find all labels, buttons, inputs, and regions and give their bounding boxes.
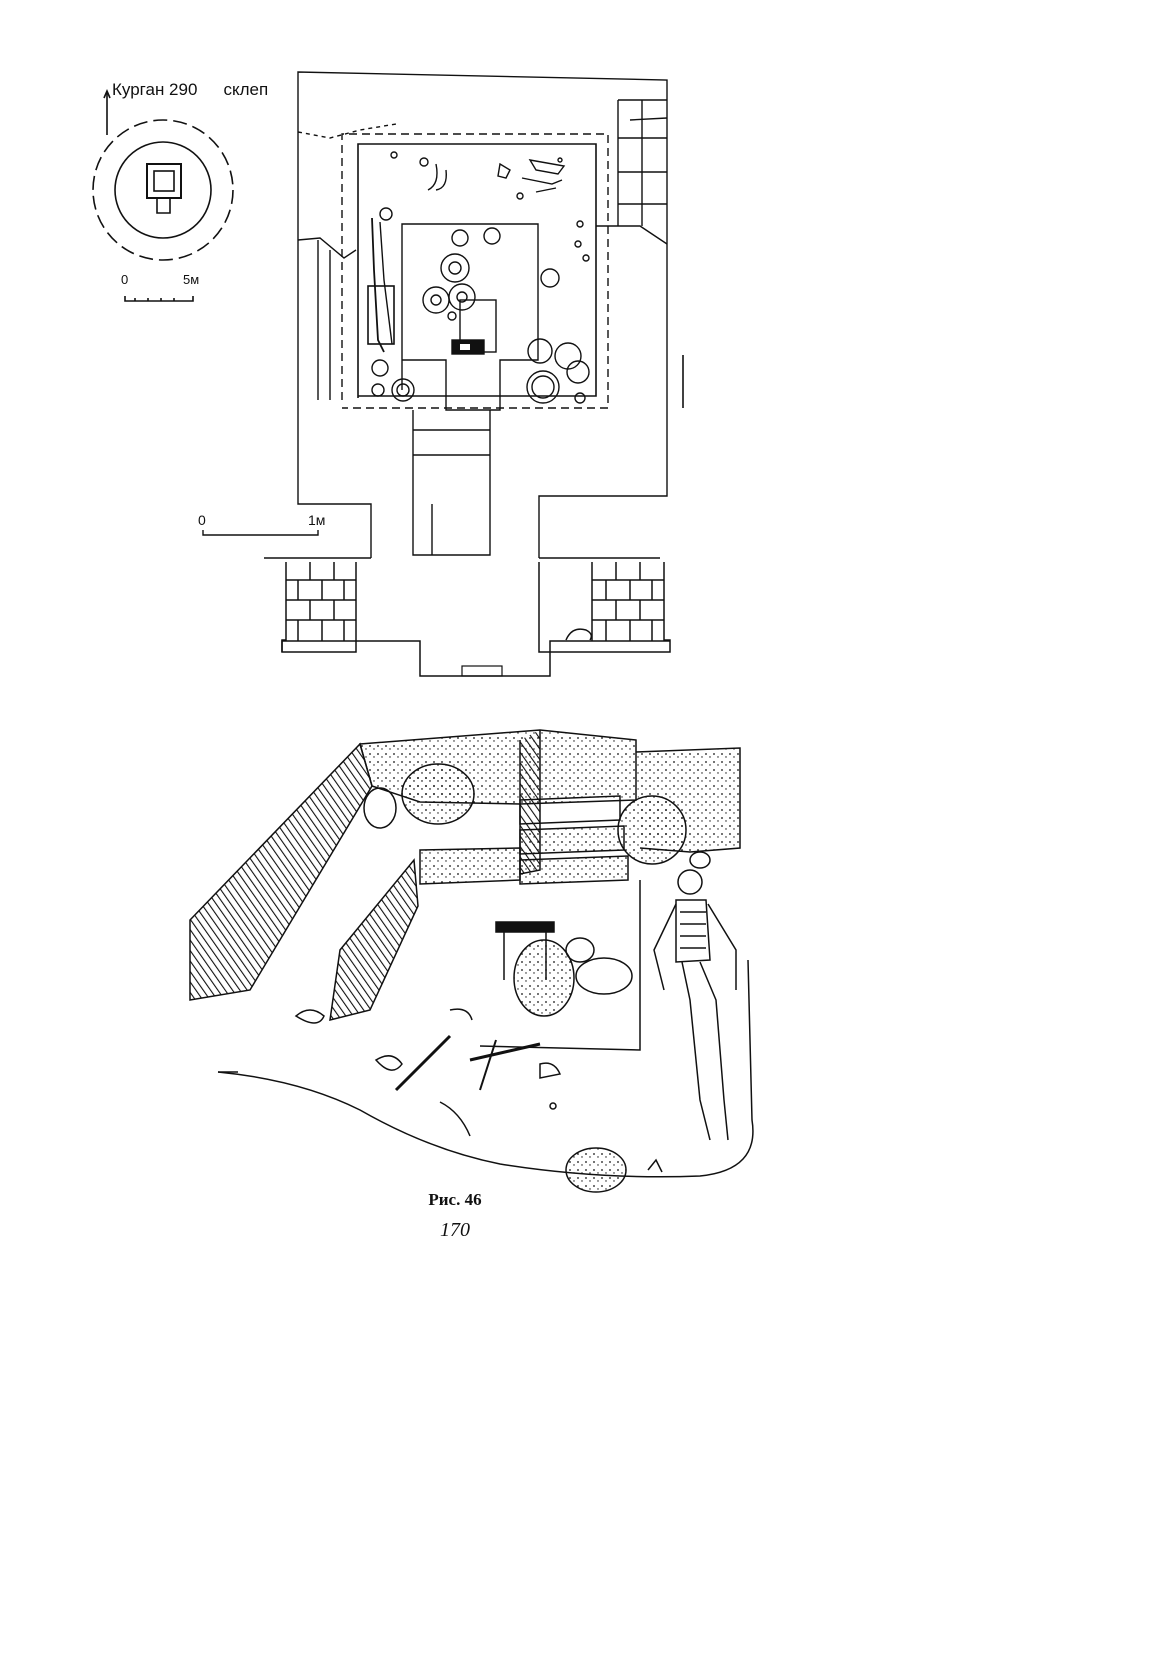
- skull: [678, 870, 702, 894]
- long-bone: [396, 1036, 450, 1090]
- amphora-back-right: [618, 796, 686, 864]
- jug: [364, 788, 396, 828]
- wooden-stool: [496, 922, 554, 932]
- bone-fragment: [296, 1010, 324, 1023]
- amphora-center: [514, 940, 574, 1016]
- figure-caption: Рис. 46: [0, 1190, 910, 1210]
- cup: [566, 938, 594, 962]
- small-vessel: [690, 852, 710, 868]
- ribcage: [676, 900, 710, 962]
- page-number: 170: [0, 1219, 910, 1242]
- bowl: [576, 958, 632, 994]
- inner-left-wall: [330, 860, 418, 1020]
- pot-front: [566, 1148, 626, 1192]
- amphora-back-left: [402, 764, 474, 824]
